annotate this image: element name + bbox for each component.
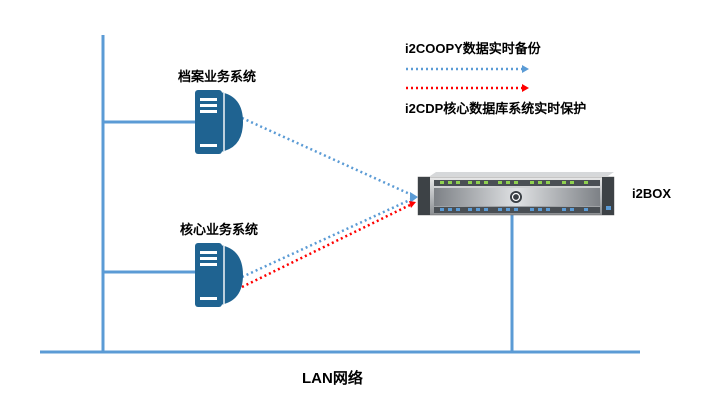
node-label-archive-system: 档案业务系统 xyxy=(178,69,257,84)
lan-network-lines xyxy=(40,35,640,354)
edge-core-i2box-cdp xyxy=(241,202,413,289)
legend-label-coopy: i2COOPY数据实时备份 xyxy=(405,41,541,56)
legend-label-cdp: i2CDP核心数据库系统实时保护 xyxy=(405,101,587,116)
arrowhead-red xyxy=(409,201,416,208)
server-core-icon xyxy=(195,243,243,307)
node-label-i2box: i2BOX xyxy=(632,186,672,201)
legend-line-cdp xyxy=(406,84,529,92)
edge-core-i2box-coopy xyxy=(241,197,413,279)
node-label-core-system: 核心业务系统 xyxy=(180,222,259,237)
server-archive-icon xyxy=(195,90,243,154)
network-label-lan: LAN网络 xyxy=(302,370,363,387)
legend-line-coopy xyxy=(406,65,529,73)
arrowhead-blue xyxy=(410,192,418,203)
i2box-rack-server-icon xyxy=(417,172,615,216)
edge-archive-i2box xyxy=(241,116,413,197)
